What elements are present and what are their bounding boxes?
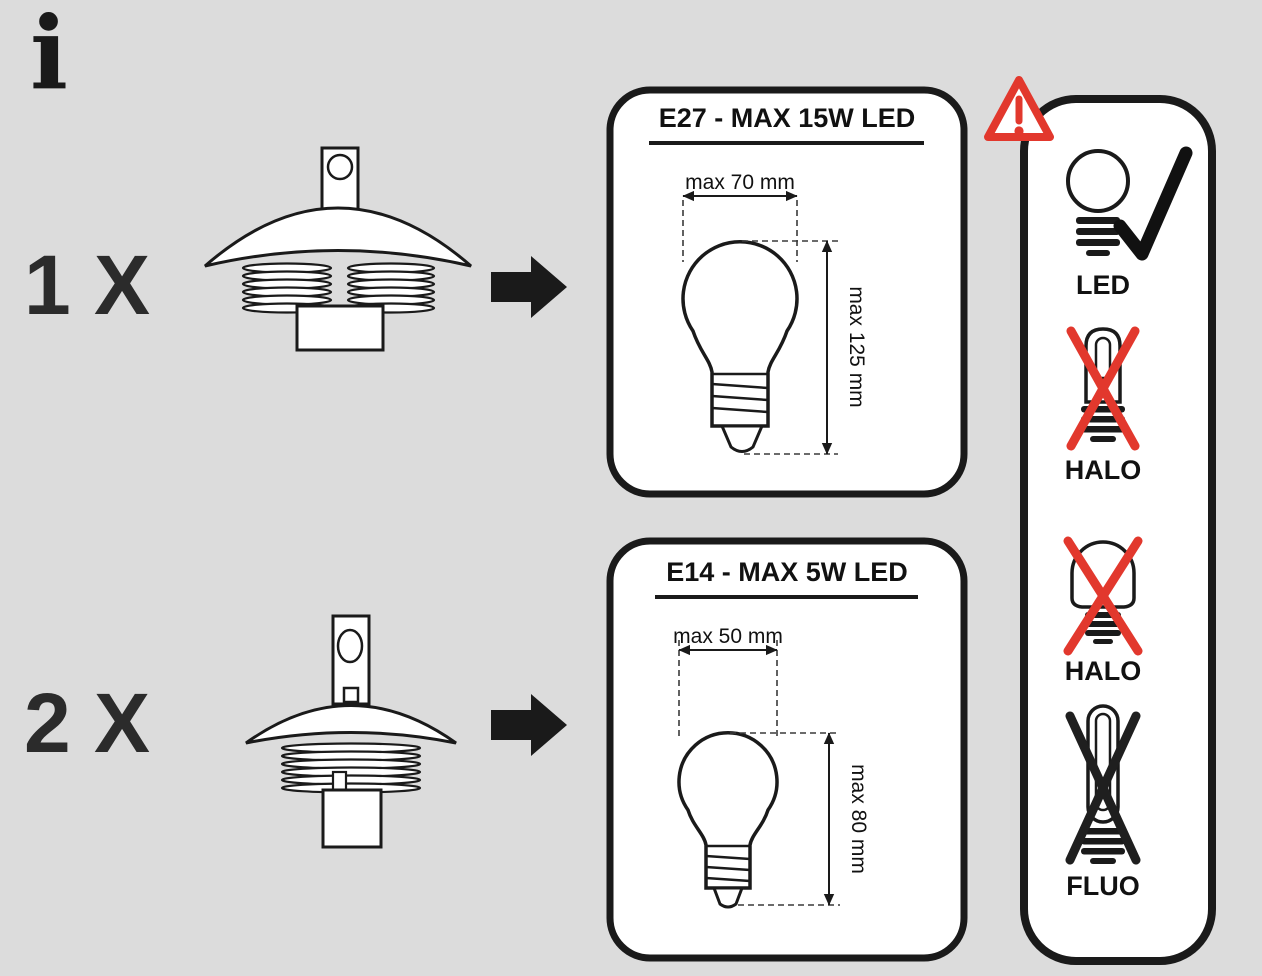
lamp1-coil-left [241,262,333,314]
e14-max-height-label: max 80 mm [847,764,870,874]
halo-round-label: HALO [1065,656,1142,686]
e14-panel-frame [606,537,968,962]
led-bulb-icon [1066,149,1130,256]
allowed-bulb-types-panel: LED HALO HALO [1020,95,1216,965]
led-label: LED [1076,270,1130,300]
arrow-right-icon-1 [491,256,567,318]
pendant-lamp-large-drawing [204,146,472,352]
warning-triangle-icon [984,76,1054,141]
e27-bulb-drawing [681,240,799,453]
e27-spec-panel: E27 - MAX 15W LED max 70 mm max 125 mm [606,86,968,498]
e14-height-dimension: max 80 mm [730,732,870,906]
halo-capsule-label: HALO [1065,455,1142,485]
cross-icon-halo-capsule [1066,326,1140,451]
lamp2-socket-box [321,788,383,849]
cross-icon-halo-round [1063,536,1143,656]
e27-max-height-label: max 125 mm [845,286,868,407]
e27-height-dimension: max 125 mm [742,240,868,455]
checkmark-icon [1113,146,1193,261]
e14-panel-title: E14 - MAX 5W LED [666,557,908,587]
lamp2-coil [280,742,422,794]
lamp1-socket-box [295,304,385,352]
lamp1-shade [204,206,472,268]
lamp1-cable-hole [326,153,354,181]
lamp2-knob [342,686,360,704]
arrow-right-icon-2 [491,694,567,756]
e27-panel-title: E27 - MAX 15W LED [659,103,916,133]
lamp2-shade [245,704,457,745]
bulb-types-panel-frame [1020,95,1216,965]
e27-max-width-label: max 70 mm [685,171,795,194]
e27-width-dimension: max 70 mm [682,171,798,262]
e14-max-width-label: max 50 mm [673,625,783,648]
cross-icon-fluo [1065,711,1141,865]
pendant-lamp-small-drawing [245,614,457,849]
quantity-label-large-fixture: 1 X [24,238,150,332]
warning-exclamation-dot [1014,126,1024,136]
e14-spec-panel: E14 - MAX 5W LED max 50 mm max 80 mm [606,537,968,962]
info-icon: i [30,0,68,112]
fluo-label: FLUO [1066,871,1140,901]
lamp2-cable-hole [336,628,364,664]
quantity-label-small-fixture: 2 X [24,676,150,770]
e14-bulb-drawing [677,731,779,909]
e14-width-dimension: max 50 mm [673,625,783,736]
